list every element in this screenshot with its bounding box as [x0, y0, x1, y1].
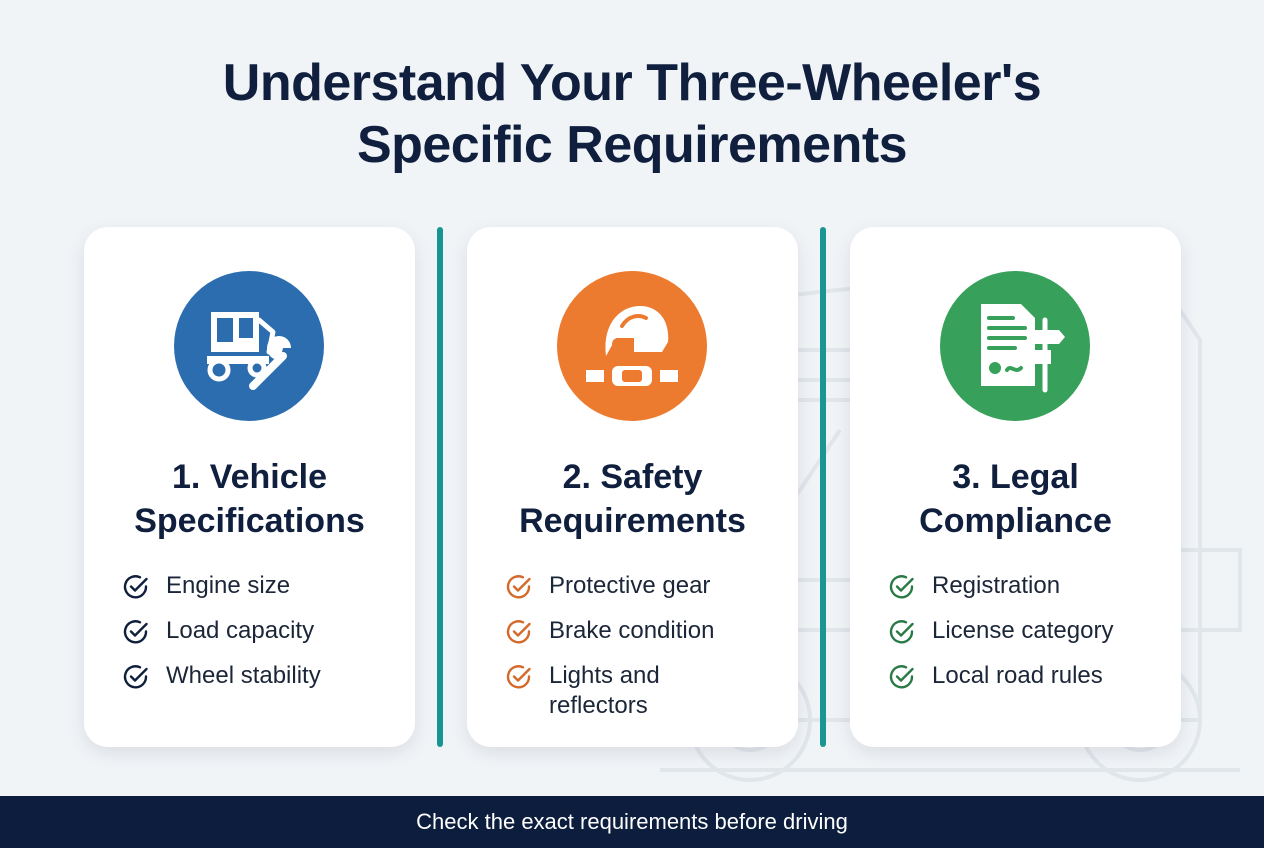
card-title: 3. Legal Compliance: [850, 455, 1181, 543]
page-title: Understand Your Three-Wheeler's Specific…: [0, 52, 1264, 176]
card-title-line-2: Compliance: [919, 502, 1112, 540]
document-signpost-icon: [940, 271, 1090, 421]
footer-banner: Check the exact requirements before driv…: [0, 796, 1264, 848]
list-item-label: Engine size: [166, 572, 291, 599]
footer-text: Check the exact requirements before driv…: [416, 809, 848, 834]
card-title-line-1: 1. Vehicle: [172, 458, 327, 496]
page-title-line-2: Specific Requirements: [356, 116, 908, 174]
list-item-label: Load capacity: [166, 617, 315, 644]
requirement-list: Protective gear Brake condition Lights a…: [505, 571, 725, 736]
card-title-line-2: Specifications: [134, 502, 365, 540]
list-item-label: Registration: [932, 572, 1061, 599]
list-item-label: Local road rules: [932, 662, 1103, 689]
list-item: Brake condition: [505, 616, 725, 646]
check-circle-icon: [123, 665, 148, 689]
list-item-label: Brake condition: [549, 617, 715, 644]
check-circle-icon: [506, 620, 531, 644]
card-safety-requirements: 2. Safety Requirements Protective gear B…: [467, 227, 798, 747]
auto-rickshaw-wrench-icon: [174, 271, 324, 421]
check-circle-icon: [506, 665, 531, 689]
list-item-label: Wheel stability: [166, 662, 321, 689]
check-circle-icon: [123, 620, 148, 644]
list-item: Engine size: [122, 571, 392, 601]
card-title-line-1: 2. Safety: [562, 458, 703, 496]
list-item: Local road rules: [888, 661, 1158, 691]
card-title-line-1: 3. Legal: [952, 458, 1079, 496]
list-item: Load capacity: [122, 616, 392, 646]
list-item-label: License category: [932, 617, 1114, 644]
check-circle-icon: [889, 620, 914, 644]
list-item: License category: [888, 616, 1158, 646]
column-divider: [437, 227, 443, 747]
card-vehicle-specifications: 1. Vehicle Specifications Engine size Lo…: [84, 227, 415, 747]
list-item-label: Lights and reflectors: [549, 662, 660, 719]
list-item: Lights and reflectors: [505, 661, 725, 721]
check-circle-icon: [506, 575, 531, 599]
requirement-list: Registration License category Local road…: [888, 571, 1158, 706]
check-circle-icon: [889, 575, 914, 599]
list-item: Wheel stability: [122, 661, 392, 691]
requirement-list: Engine size Load capacity Wheel stabilit…: [122, 571, 392, 706]
check-circle-icon: [123, 575, 148, 599]
column-divider: [820, 227, 826, 747]
page-title-line-1: Understand Your Three-Wheeler's: [222, 54, 1042, 112]
list-item: Registration: [888, 571, 1158, 601]
card-title: 1. Vehicle Specifications: [84, 455, 415, 543]
helmet-seatbelt-icon: [557, 271, 707, 421]
list-item-label: Protective gear: [549, 572, 711, 599]
card-title: 2. Safety Requirements: [467, 455, 798, 543]
check-circle-icon: [889, 665, 914, 689]
card-legal-compliance: 3. Legal Compliance Registration License…: [850, 227, 1181, 747]
card-title-line-2: Requirements: [519, 502, 746, 540]
list-item: Protective gear: [505, 571, 725, 601]
